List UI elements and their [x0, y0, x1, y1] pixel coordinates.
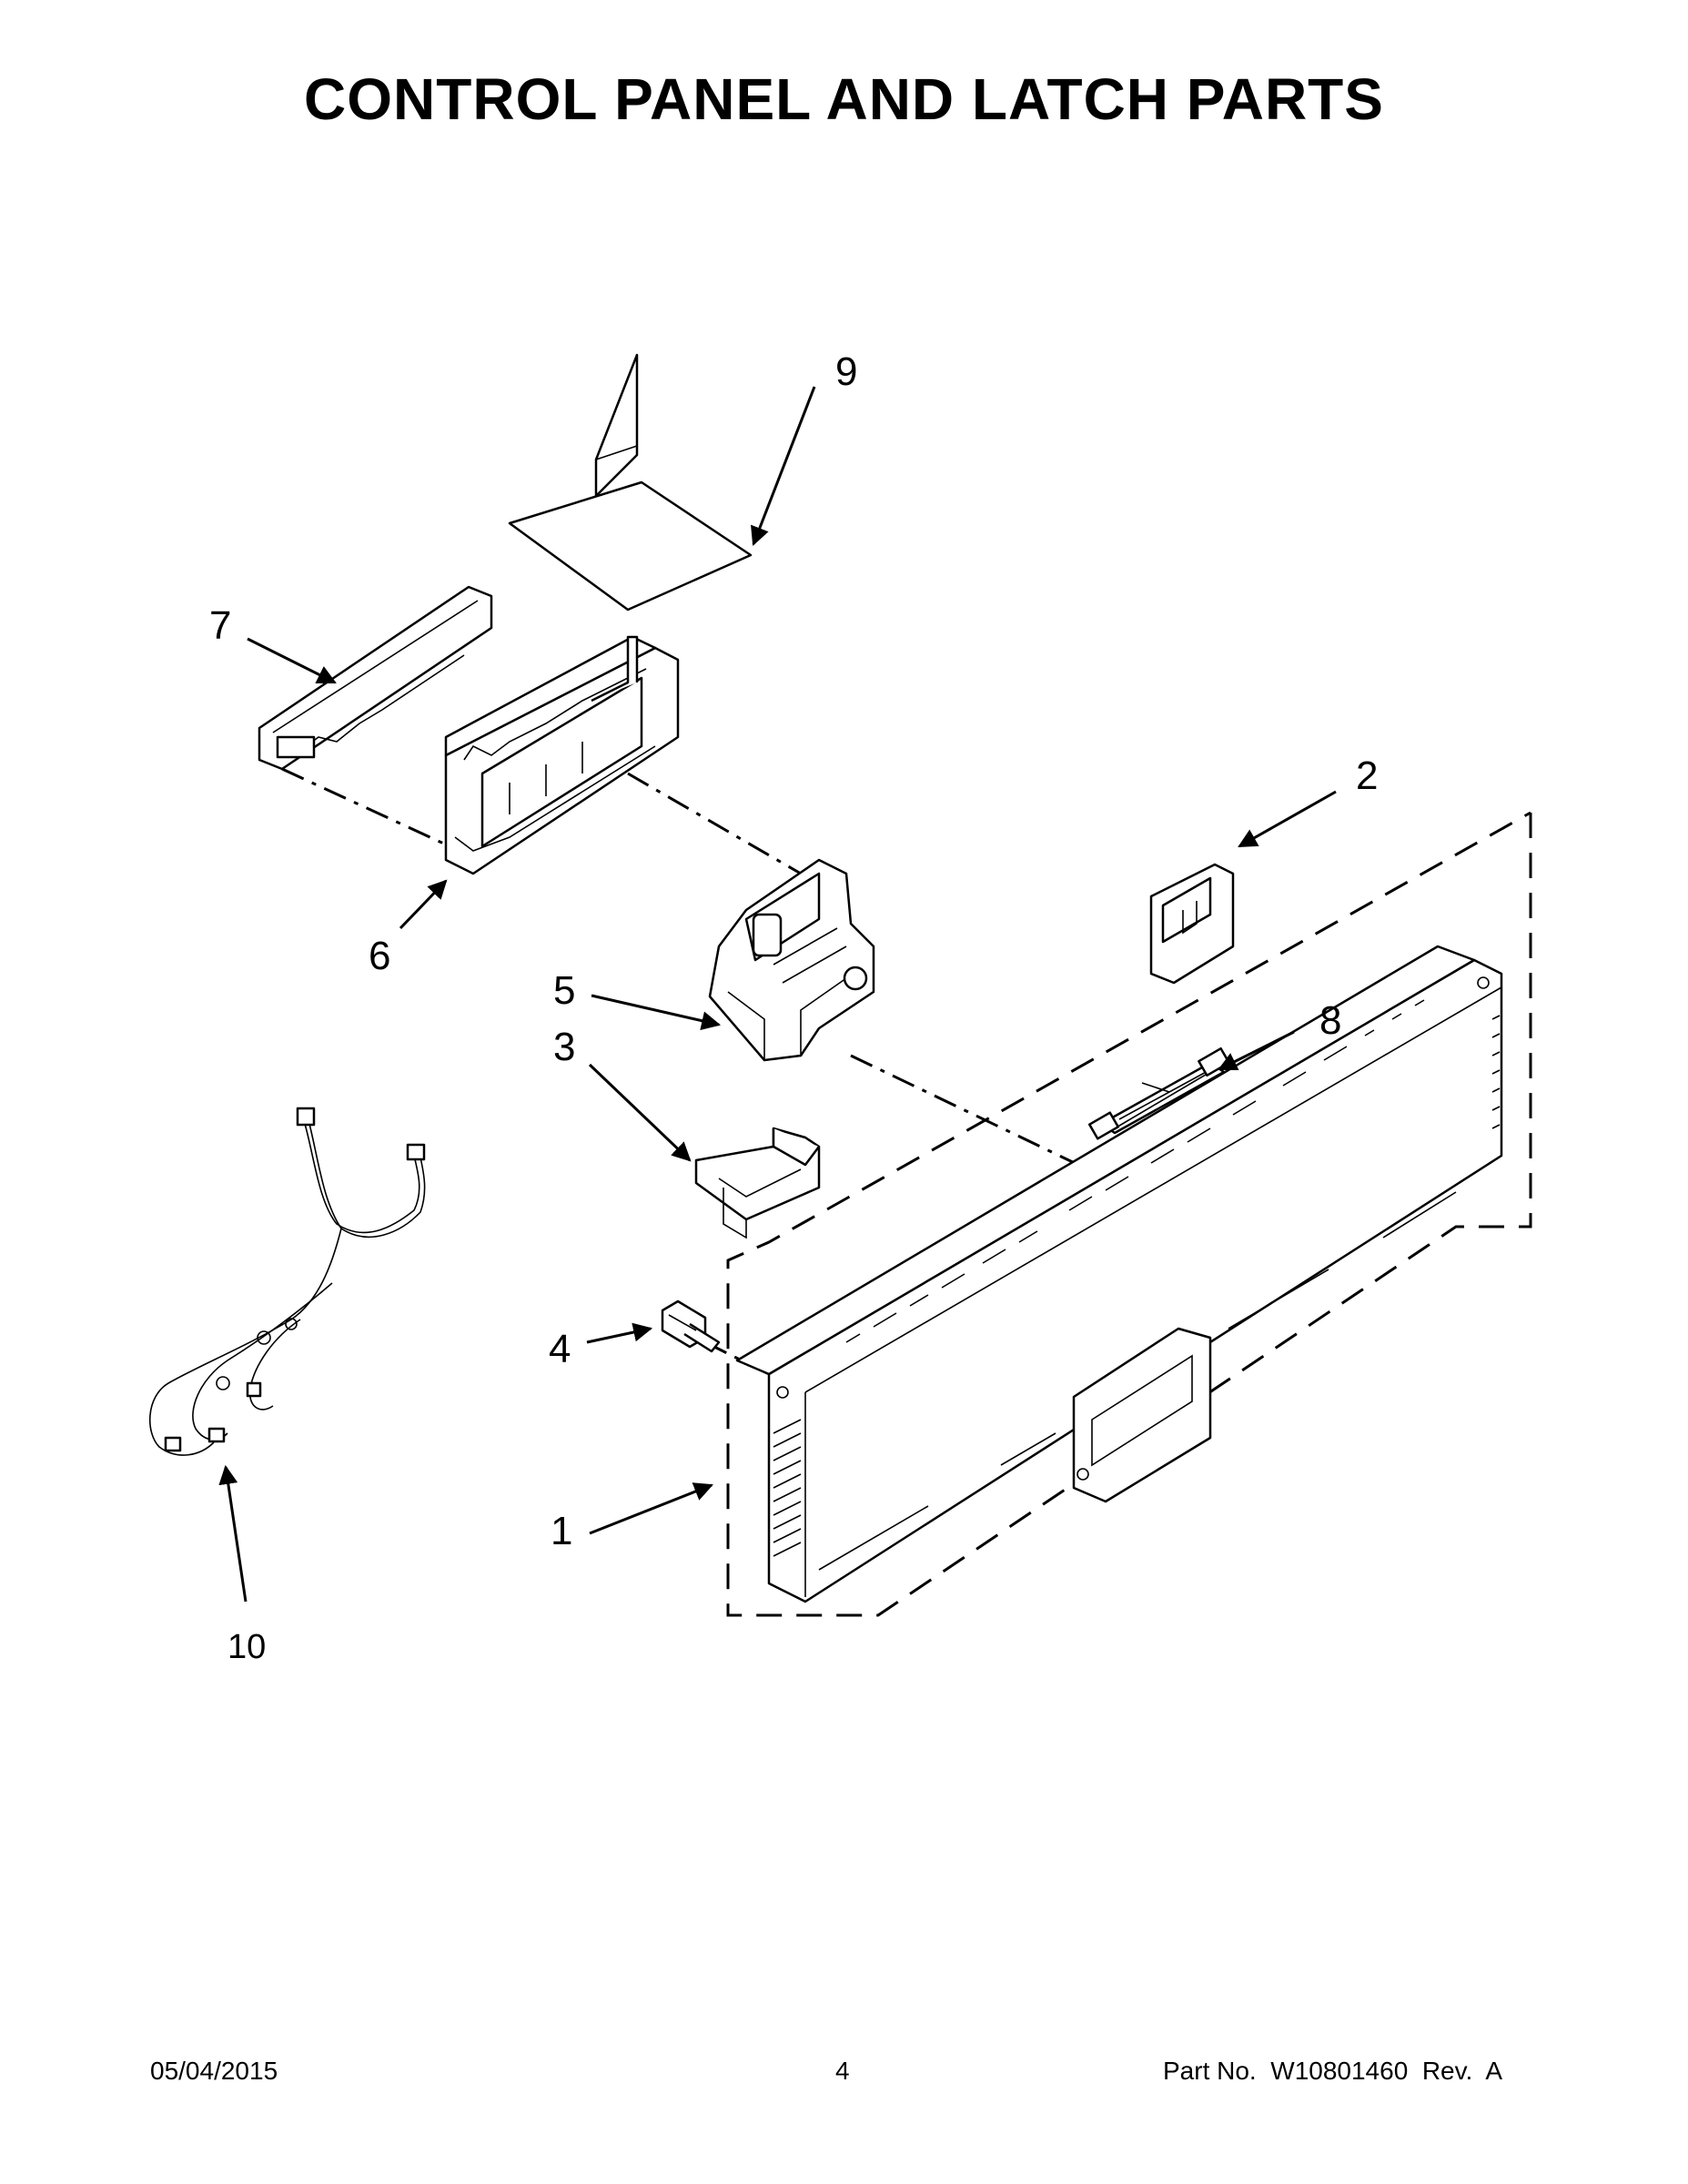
leader-3 — [588, 1063, 692, 1162]
alignment-line-5-1 — [850, 1054, 1079, 1167]
alignment-line-6-5 — [627, 772, 802, 875]
leader-1 — [589, 1482, 713, 1535]
part-4-screw — [661, 1299, 721, 1353]
part-5-door-latch — [708, 858, 875, 1062]
part-9-insulation-sheet — [508, 353, 753, 612]
leader-9 — [751, 386, 816, 546]
callout-7: 7 — [209, 603, 231, 648]
leader-2 — [1238, 790, 1337, 848]
callout-10: 10 — [227, 1628, 266, 1666]
part-6-control-housing — [444, 635, 680, 875]
callout-9: 9 — [835, 349, 857, 394]
footer-page-number: 4 — [835, 2057, 850, 2085]
part-3-latch-bracket — [694, 1127, 821, 1239]
part-8-short-wire-harness — [1087, 1046, 1230, 1140]
callout-2: 2 — [1356, 753, 1378, 798]
footer-date: 05/04/2015 — [150, 2057, 278, 2085]
part-7-bracket-strip — [258, 585, 493, 771]
callout-5: 5 — [553, 968, 575, 1013]
callout-4: 4 — [549, 1327, 571, 1371]
callout-1: 1 — [551, 1509, 572, 1553]
leader-5 — [591, 994, 722, 1031]
leader-6 — [399, 879, 448, 930]
leader-10 — [218, 1464, 248, 1603]
callout-3: 3 — [553, 1025, 575, 1069]
assembly-boundary — [726, 811, 1532, 1617]
alignment-line-7-6 — [281, 767, 460, 853]
leader-8 — [1218, 1030, 1295, 1071]
part-1-control-panel — [735, 945, 1503, 1603]
leader-4 — [586, 1322, 653, 1344]
leader-7 — [247, 637, 337, 684]
footer-part-number: Part No. W10801460 Rev. A — [1163, 2057, 1503, 2085]
callout-6: 6 — [369, 934, 390, 978]
page-title: CONTROL PANEL AND LATCH PARTS — [304, 66, 1384, 132]
part-10-wire-harness — [149, 1107, 426, 1456]
part-2-clip — [1149, 863, 1235, 985]
callout-8: 8 — [1319, 998, 1341, 1043]
